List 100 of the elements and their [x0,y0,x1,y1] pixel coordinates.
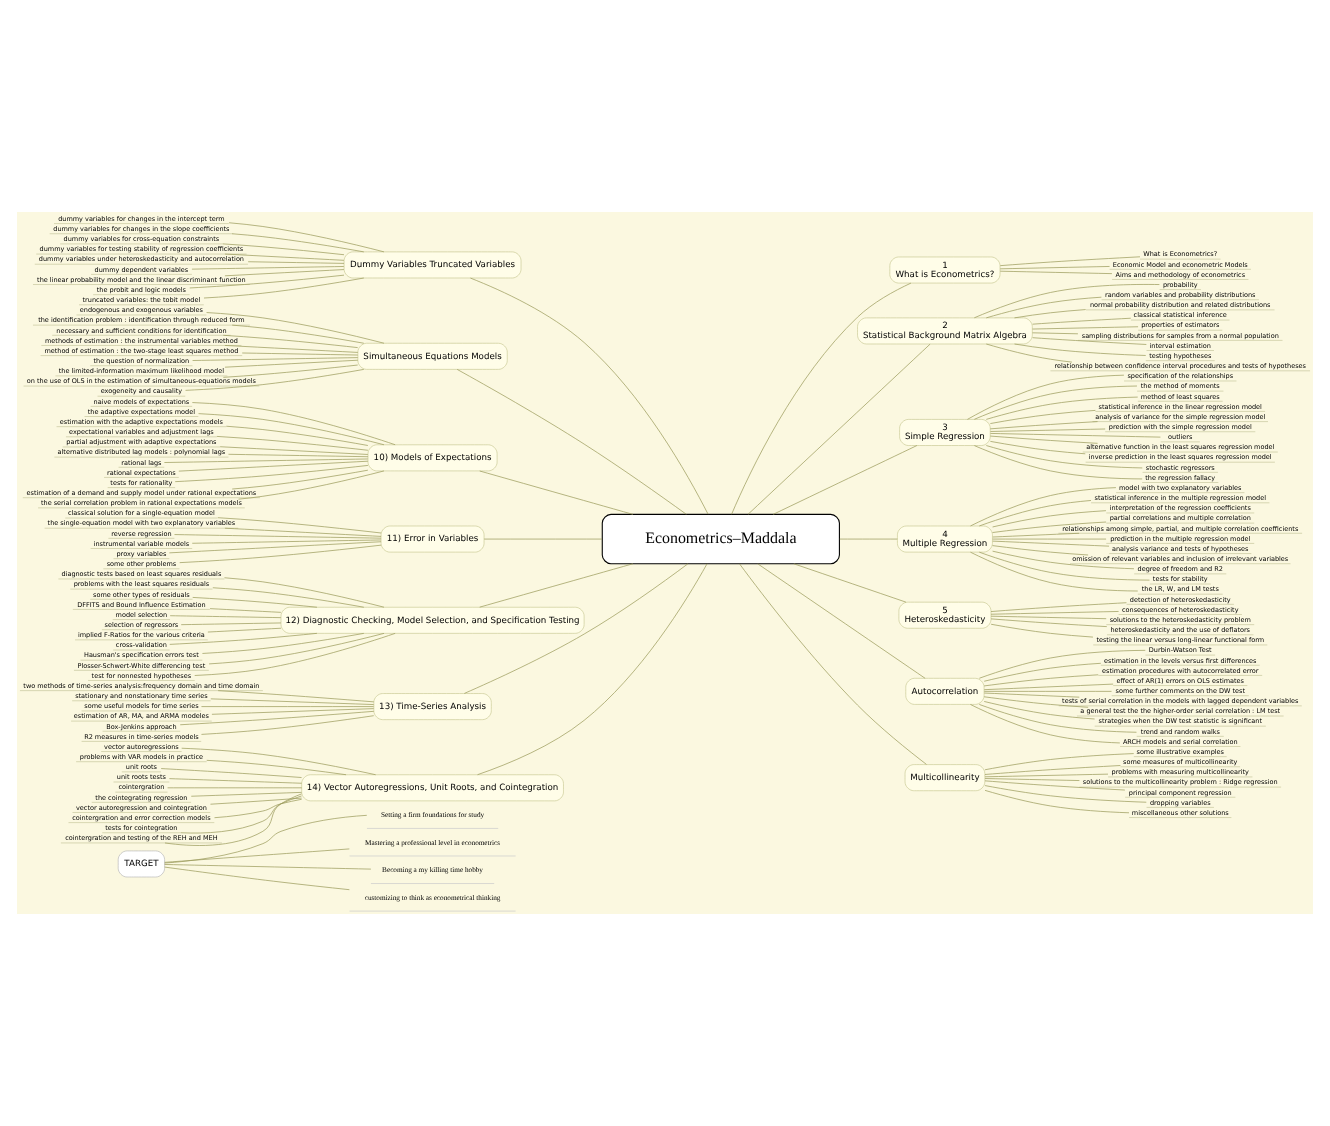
connector [983,692,1080,698]
connector [999,266,1110,270]
connector [990,623,1094,638]
connector [169,633,318,645]
connector [1032,326,1139,330]
connector [217,690,375,703]
connector [990,428,1106,432]
connector [978,500,1092,527]
connector [203,277,365,299]
connector [202,633,365,654]
connector [190,792,302,797]
connector [990,433,1161,438]
connector [207,627,282,633]
connector [978,649,1146,679]
connector [228,453,369,458]
connector [228,222,385,253]
connector [179,710,375,726]
connector [231,469,369,490]
connector [174,465,369,483]
connector [479,470,634,515]
connector [989,435,1098,444]
connector [1014,343,1147,356]
connector [222,243,345,256]
connector [985,343,1073,363]
connector [217,517,382,534]
connector [992,545,1089,556]
connector [198,413,385,446]
connector [201,706,374,707]
connector [169,778,302,784]
connector [983,662,1102,682]
connector [731,282,912,515]
connector [984,780,1126,791]
connector [973,385,1138,420]
connector [191,266,345,270]
connector [164,458,369,463]
connector [201,715,375,735]
connector [224,269,345,277]
connector [992,510,1107,528]
connector [992,538,1107,540]
connector [219,446,369,455]
connector [970,487,1117,527]
connector [984,785,1147,803]
connector [999,270,1113,274]
connector [793,563,907,603]
connector [978,551,1150,581]
connector [231,324,365,344]
connector [192,402,396,446]
connector [990,441,1086,455]
connector [984,753,1135,771]
connector [164,814,368,864]
connector [241,352,359,356]
connector [169,615,282,618]
connector [174,534,382,539]
connector [180,795,302,834]
connector [211,708,375,715]
connector [224,577,385,608]
connector [160,768,302,778]
connector [224,527,382,537]
connector [206,312,385,344]
connector [739,563,927,765]
connector [169,541,382,554]
connector [191,539,382,544]
connector [984,790,1130,814]
connector [483,538,603,540]
connector [990,602,1127,612]
connector [992,521,1107,533]
connector [1032,337,1147,345]
connector [231,233,365,253]
connector [990,611,1119,615]
connector [1014,309,1087,319]
connector [989,421,1098,430]
connector [985,396,1139,420]
connector [984,773,1109,778]
connector [479,563,634,608]
connector [992,540,1110,547]
connector [181,747,376,776]
connector [990,618,1108,627]
connector [212,587,365,608]
connector [178,460,369,472]
connector [210,698,375,705]
connector [164,866,350,891]
connector [970,704,1121,744]
connector [983,683,1114,691]
connector [983,696,1089,708]
connector [990,615,1107,620]
connector [164,864,372,870]
connector [983,691,1112,692]
connector [983,701,1095,720]
connector [470,277,709,515]
connector [970,551,1139,592]
connector [992,532,1080,538]
connector [167,787,303,789]
connector [180,622,282,626]
connector [224,359,359,368]
connector [984,778,1080,781]
connector [757,563,926,679]
connector [208,633,385,665]
connector [747,343,931,515]
connector [216,436,369,451]
connector [224,345,359,353]
